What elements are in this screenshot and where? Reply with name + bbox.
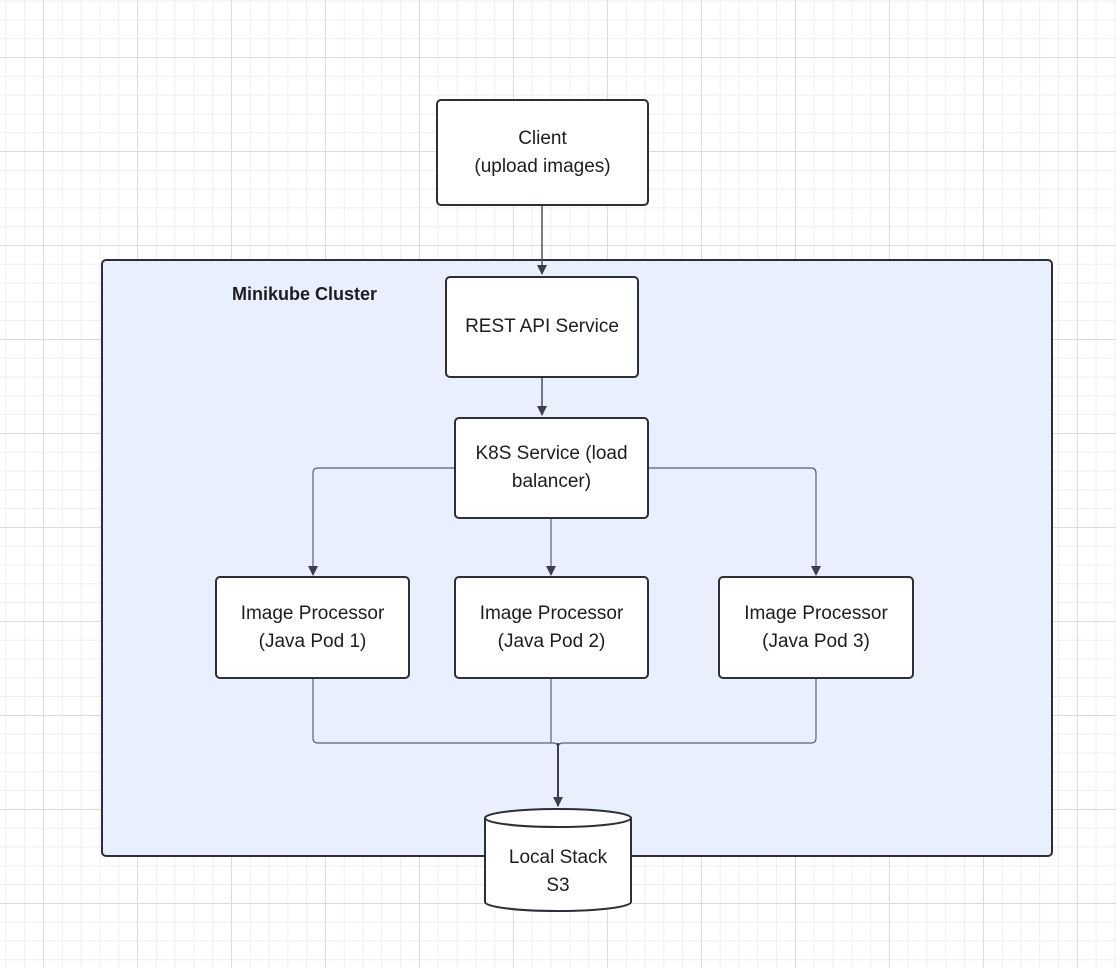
k8s-service-line1: K8S Service (load <box>475 443 628 464</box>
pod2-line2: (Java Pod 2) <box>497 630 606 652</box>
edge-pod3-to-merge <box>557 679 817 749</box>
k8s-service-node[interactable]: K8S Service (load balancer) <box>454 417 649 519</box>
edge-pod1-to-merge <box>312 679 559 749</box>
local-stack-s3-node[interactable]: Local Stack S3 <box>485 844 631 900</box>
cluster-label: Minikube Cluster <box>232 284 378 304</box>
rest-api-service-label: REST API Service <box>465 316 619 337</box>
storage-line1: Local Stack <box>508 847 608 868</box>
image-processor-pod1-node[interactable]: Image Processor (Java Pod 1) <box>215 576 410 679</box>
pod3-line1: Image Processor <box>744 602 888 624</box>
rest-api-service-node[interactable]: REST API Service <box>445 276 639 378</box>
storage-line2: S3 <box>546 875 570 896</box>
k8s-service-line2: balancer) <box>511 471 592 492</box>
image-processor-pod3-node[interactable]: Image Processor (Java Pod 3) <box>718 576 914 679</box>
image-processor-pod2-node[interactable]: Image Processor (Java Pod 2) <box>454 576 649 679</box>
pod2-line1: Image Processor <box>479 602 624 624</box>
edge-k8s-to-pod1 <box>308 467 454 576</box>
pod1-line2: (Java Pod 1) <box>258 630 367 652</box>
client-node-line2: (upload images) <box>474 155 611 177</box>
pod1-line1: Image Processor <box>240 602 385 624</box>
pod3-line2: (Java Pod 3) <box>762 630 870 652</box>
storage-cylinder-icon <box>484 808 632 912</box>
client-node[interactable]: Client (upload images) <box>436 99 649 206</box>
edge-k8s-to-pod3 <box>648 467 821 576</box>
client-node-line1: Client <box>518 127 567 149</box>
